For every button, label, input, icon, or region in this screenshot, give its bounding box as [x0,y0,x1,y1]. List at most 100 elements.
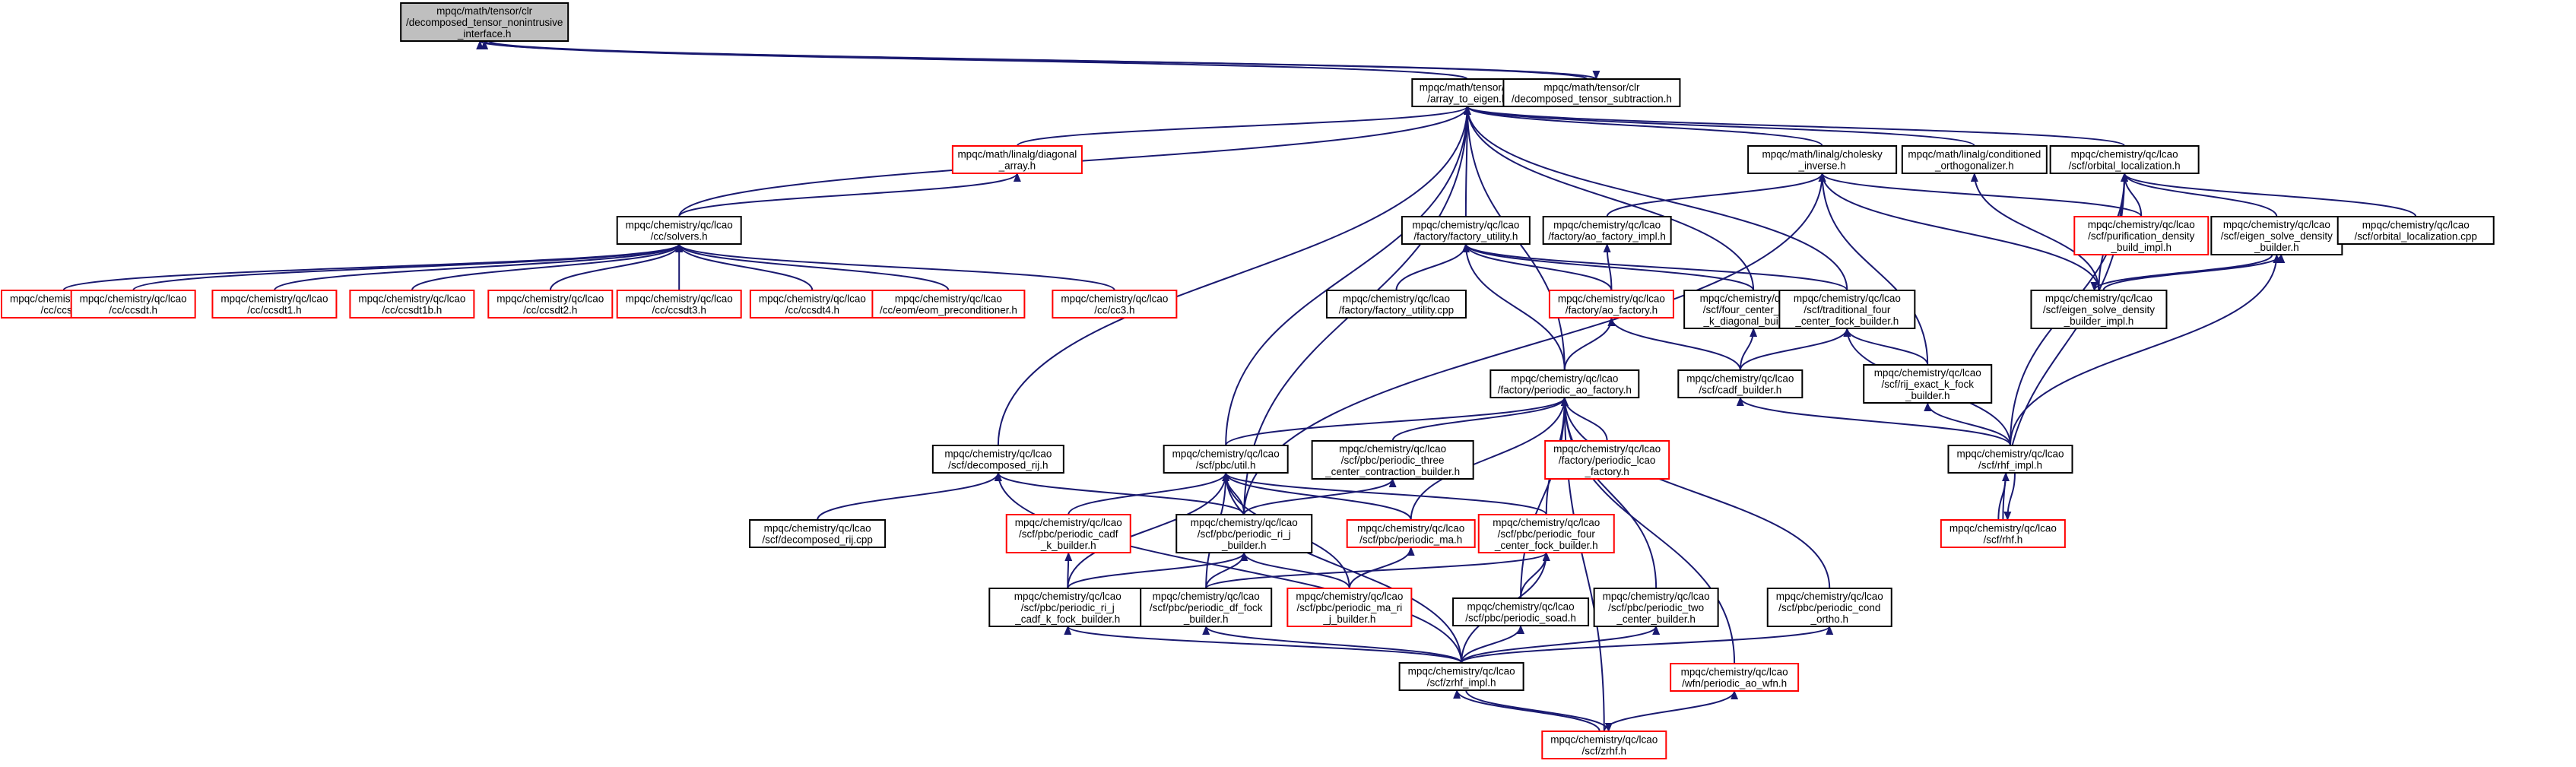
node-label-line: /cc/eom/eom_preconditioner.h [880,305,1017,316]
edge-decomposed_rij_cpp-to-decomposed_rij_h [817,472,1002,521]
node-periodic_ma_ri_j[interactable]: mpqc/chemistry/qc/lcao/scf/pbc/periodic_… [1286,588,1413,627]
node-label-line: mpqc/chemistry/qc/lcao [1553,220,1661,231]
node-periodic_lcao_factory[interactable]: mpqc/chemistry/qc/lcao/factory/periodic_… [1544,440,1670,480]
node-label-line: /scf/eigen_solve_density [2043,304,2155,315]
node-rhf[interactable]: mpqc/chemistry/qc/lcao/scf/rhf.h [1940,519,2066,548]
edge-eigen_solve_density_builder-to-orbital_localization_h [2121,173,2278,217]
node-periodic_three_center[interactable]: mpqc/chemistry/qc/lcao/scf/pbc/periodic_… [1311,440,1474,480]
node-ao_factory[interactable]: mpqc/chemistry/qc/lcao/factory/ao_factor… [1548,290,1674,319]
node-box [1778,290,1916,329]
node-label-line: _center_fock_builder.h [1794,315,1899,327]
node-eom_preconditioner[interactable]: mpqc/chemistry/qc/lcao/cc/eom/eom_precon… [871,290,1026,319]
node-ccsdt1[interactable]: mpqc/chemistry/qc/lcao/cc/ccsdt1.h [211,290,338,319]
node-periodic_df_fock[interactable]: mpqc/chemistry/qc/lcao/scf/pbc/periodic_… [1140,588,1273,627]
node-periodic_cadf_k[interactable]: mpqc/chemistry/qc/lcao/scf/pbc/periodic_… [1005,514,1131,553]
node-label-line: mpqc/chemistry/qc/lcao [2362,220,2470,231]
edge-ccsdt2-to-solvers [549,243,684,291]
node-solvers[interactable]: mpqc/chemistry/qc/lcao/cc/solvers.h [616,216,742,245]
node-eigen_solve_density_builder_impl[interactable]: mpqc/chemistry/qc/lcao/scf/eigen_solve_d… [2030,290,2168,329]
node-periodic_ri_j_cadf_k_fock[interactable]: mpqc/chemistry/qc/lcao/scf/pbc/periodic_… [988,588,1147,627]
node-label-line: mpqc/chemistry/qc/lcao [1511,373,1618,385]
edge-zrhf_impl-to-periodic_df_fock [1202,626,1463,664]
node-periodic_cond_ortho[interactable]: mpqc/chemistry/qc/lcao/scf/pbc/periodic_… [1766,588,1892,627]
node-ccsdt3[interactable]: mpqc/chemistry/qc/lcao/cc/ccsdt3.h [616,290,742,319]
node-ao_factory_impl[interactable]: mpqc/chemistry/qc/lcao/factory/ao_factor… [1542,216,1672,245]
node-rij_exact_k_fock[interactable]: mpqc/chemistry/qc/lcao/scf/rij_exact_k_f… [1863,364,1993,404]
edge-rij_exact_k_fock-to-cholesky_inverse [1818,173,1929,366]
node-ccsdt2[interactable]: mpqc/chemistry/qc/lcao/cc/ccsdt2.h [487,290,614,319]
node-ccsdt4[interactable]: mpqc/chemistry/qc/lcao/cc/ccsdt4.h [749,290,875,319]
node-label-line: _build_impl.h [2110,242,2172,253]
node-factory_utility_h[interactable]: mpqc/chemistry/qc/lcao/factory/factory_u… [1401,216,1531,245]
node-box [1502,78,1681,107]
node-label-line: mpqc/chemistry/qc/lcao [2088,219,2195,230]
node-focus[interactable]: mpqc/math/tensor/clr/decomposed_tensor_n… [400,2,569,42]
node-label-line: _center_fock_builder.h [1494,540,1598,551]
node-eigen_solve_density_builder[interactable]: mpqc/chemistry/qc/lcao/scf/eigen_solve_d… [2210,216,2343,255]
node-periodic_four_center_fock[interactable]: mpqc/chemistry/qc/lcao/scf/pbc/periodic_… [1477,514,1615,553]
edge-periodic_two_center-to-periodic_ao_factory [1560,397,1658,589]
node-box [70,290,196,319]
node-label-line: mpqc/math/linalg/cholesky [1762,149,1883,160]
node-rhf_impl[interactable]: mpqc/chemistry/qc/lcao/scf/rhf_impl.h [1947,445,2073,474]
node-label-line: /cc/ccsdt1.h [247,305,301,316]
node-periodic_ao_factory[interactable]: mpqc/chemistry/qc/lcao/factory/periodic_… [1489,369,1640,398]
edge-solvers-to-diagonal_array [678,173,1021,217]
node-label-line: mpqc/chemistry/qc/lcao [220,293,328,305]
node-ccsdt[interactable]: mpqc/chemistry/qc/lcao/cc/ccsdt.h [70,290,196,319]
node-label-line: mpqc/chemistry/qc/lcao [1061,293,1168,305]
node-zrhf[interactable]: mpqc/chemistry/qc/lcao/scf/zrhf.h [1541,731,1667,759]
node-label-line: /scf/pbc/periodic_ma_ri [1296,602,1402,613]
node-label-line: mpqc/chemistry/qc/lcao [759,293,866,305]
node-traditional_four_center_fock[interactable]: mpqc/chemistry/qc/lcao/scf/traditional_f… [1778,290,1916,329]
node-label-line: mpqc/chemistry/qc/lcao [764,523,871,534]
node-periodic_two_center[interactable]: mpqc/chemistry/qc/lcao/scf/pbc/periodic_… [1593,588,1719,627]
node-label-line: _builder.h [1183,613,1229,625]
node-box [1747,145,1898,174]
edge-zrhf-to-zrhf_impl [1453,689,1600,732]
node-label-line: _builder.h [2254,242,2299,253]
node-periodic_ao_wfn[interactable]: mpqc/chemistry/qc/lcao/wfn/periodic_ao_w… [1670,663,1800,692]
node-conditioned_orthogonalizer[interactable]: mpqc/math/linalg/conditioned_orthogonali… [1901,145,2048,174]
node-label-line: mpqc/chemistry/qc/lcao [1776,591,1883,602]
edge-conditioned_orthogonalizer-to-array_to_eigen [1464,106,1975,147]
node-label-line: /scf/orbital_localization.h [2069,160,2181,172]
node-label-line: /wfn/periodic_ao_wfn.h [1682,678,1787,689]
node-diagonal_array[interactable]: mpqc/math/linalg/diagonal_array.h [951,145,1083,174]
node-label-line: /scf/decomposed_rij.h [948,460,1048,471]
node-orbital_localization_h[interactable]: mpqc/chemistry/qc/lcao/scf/orbital_local… [2049,145,2200,174]
node-factory_utility_cpp[interactable]: mpqc/chemistry/qc/lcao/factory/factory_u… [1325,290,1467,319]
node-box [1401,216,1531,245]
node-label-line: /scf/rij_exact_k_fock [1881,379,1974,390]
node-purification_density[interactable]: mpqc/chemistry/qc/lcao/scf/purification_… [2073,216,2210,255]
node-label-line: mpqc/chemistry/qc/lcao [1550,734,1658,746]
node-decomposed_rij_cpp[interactable]: mpqc/chemistry/qc/lcao/scf/decomposed_ri… [749,519,887,548]
node-pbc_util[interactable]: mpqc/chemistry/qc/lcao/scf/pbc/util.h [1163,445,1289,474]
edge-rhf-to-rhf_impl [1997,472,2010,521]
node-label-line: /scf/pbc/periodic_three [1341,455,1445,466]
node-label-line: mpqc/chemistry/qc/lcao [1493,517,1600,528]
node-ccsdt1b[interactable]: mpqc/chemistry/qc/lcao/cc/ccsdt1b.h [349,290,475,319]
node-box [871,290,1026,319]
node-decomposed_tensor_subtraction[interactable]: mpqc/math/tensor/clr/decomposed_tensor_s… [1502,78,1681,107]
node-cholesky_inverse[interactable]: mpqc/math/linalg/cholesky_inverse.h [1747,145,1898,174]
node-cadf_builder[interactable]: mpqc/chemistry/qc/lcao/scf/cadf_builder.… [1677,369,1804,398]
node-label-line: _factory.h [1585,466,1629,477]
edge-traditional_four_center_fock-to-factory_utility_h [1462,243,1848,291]
node-label-line: _center_builder.h [1616,613,1696,625]
node-periodic_ma[interactable]: mpqc/chemistry/qc/lcao/scf/pbc/periodic_… [1346,519,1476,548]
edge-periodic_soad-to-periodic_ao_factory [1520,397,1569,599]
edge-zrhf_impl-to-zrhf [1465,689,1613,732]
node-zrhf_impl[interactable]: mpqc/chemistry/qc/lcao/scf/zrhf_impl.h [1398,662,1524,691]
node-periodic_ri_j[interactable]: mpqc/chemistry/qc/lcao/scf/pbc/periodic_… [1175,514,1313,553]
node-box [951,145,1083,174]
node-box [1901,145,2048,174]
node-periodic_soad[interactable]: mpqc/chemistry/qc/lcao/scf/pbc/periodic_… [1452,597,1590,626]
node-decomposed_rij_h[interactable]: mpqc/chemistry/qc/lcao/scf/decomposed_ri… [931,445,1064,474]
node-orbital_localization_cpp[interactable]: mpqc/chemistry/qc/lcao/scf/orbital_local… [2336,216,2495,245]
node-label-line: mpqc/chemistry/qc/lcao [2071,149,2178,160]
node-cc3[interactable]: mpqc/chemistry/qc/lcao/cc/cc3.h [1052,290,1178,319]
edges-layer [62,40,2417,732]
node-label-line: mpqc/chemistry/qc/lcao [1408,666,1515,677]
node-label-line: _builder.h [1221,540,1267,551]
